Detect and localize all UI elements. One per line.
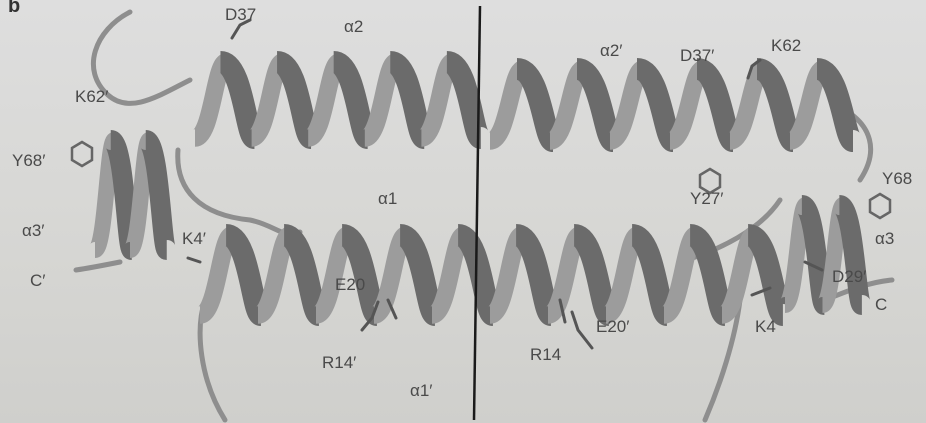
helix-alpha2-prime-turn-front [817,69,853,141]
helix-alpha3-turn-front [802,205,825,305]
label-y27-prime: Y27′ [690,190,723,207]
helix-alpha1-turn-front [632,235,667,315]
label-r14-prime: R14′ [322,354,356,371]
label-y68-prime: Y68′ [12,152,45,169]
helix-alpha1-turn-front [516,235,551,315]
helix-alpha2 [195,62,481,138]
helix-alpha3-turn-front [839,205,862,305]
label-d29-prime: D29′ [832,268,866,285]
helix-alpha2-turn-front [390,62,424,138]
label-c-prime: C′ [30,272,45,289]
label-k62-prime: K62′ [75,88,108,105]
helix-alpha3-prime [95,140,167,250]
helix-alpha2-turn-front [334,62,368,138]
helix-alpha2-turn-front [447,62,481,138]
label-alpha2: α2 [344,18,363,35]
helix-alpha2-turn-front [277,62,311,138]
helix-alpha2-turn-front [220,62,254,138]
label-c: C [875,296,887,313]
loop-left-mid [178,150,300,234]
sidechain-r14 [572,312,592,348]
helix-alpha2-prime-turn-front [697,69,733,141]
label-alpha3: α3 [875,230,894,247]
label-d37-prime: D37′ [680,47,714,64]
label-k4-prime: K4′ [182,230,206,247]
helix-alpha1-turn-front [748,235,783,315]
sidechain-k4-prime [188,258,200,262]
label-k4: K4 [755,318,776,335]
label-alpha2-prime: α2′ [600,42,622,59]
helix-alpha2-prime-turn-front [577,69,613,141]
panel-letter: b [8,0,20,16]
label-alpha1-prime: α1′ [410,382,432,399]
helix-alpha1-turn-front [400,235,435,315]
label-k62: K62 [771,37,801,54]
label-e20: E20 [335,276,365,293]
label-alpha3-prime: α3′ [22,222,44,239]
label-d37: D37 [225,6,256,23]
aromatic-rings [72,142,890,218]
c-terminus-left [76,262,120,270]
helix-alpha2-prime-turn-front [757,69,793,141]
ring-y68-prime [72,142,92,166]
helix-alpha1-turn-front [226,235,261,315]
label-y68: Y68 [882,170,912,187]
helix-alpha1-turn-front [574,235,609,315]
helix-alpha1 [200,235,783,315]
helix-alpha1-turn-front [284,235,319,315]
symmetry-axis-line [474,6,480,420]
helix-alpha3 [785,205,862,305]
label-e20-prime: E20′ [596,318,629,335]
helix-alpha2-prime-turn-front [517,69,553,141]
ring-y68 [870,194,890,218]
label-r14: R14 [530,346,561,363]
helix-alpha2-prime [490,69,853,141]
helix-alpha2-prime-turn-front [637,69,673,141]
label-alpha1: α1 [378,190,397,207]
